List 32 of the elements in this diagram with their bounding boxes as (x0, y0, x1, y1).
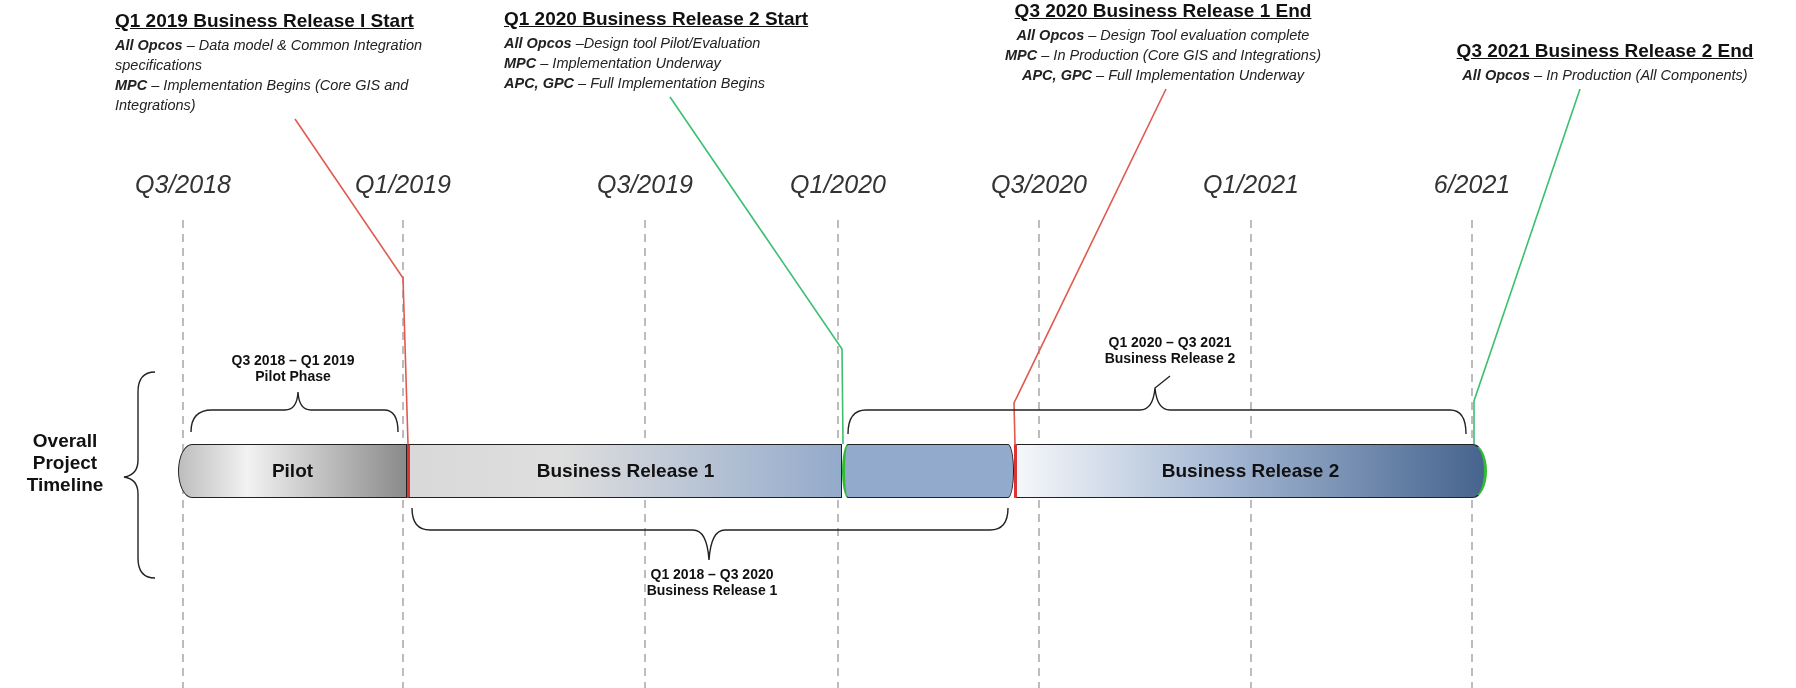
timeline-label: Overall Project Timeline (25, 430, 105, 496)
milestone-note: All Opcos – Design Tool evaluation complete (1016, 26, 1310, 45)
timeline-cylinder-segment: Business Release 2 (1014, 444, 1487, 498)
milestone-note: MPC – Implementation Begins (Core GIS and Integrations) (115, 76, 410, 115)
milestone-note: MPC – Implementation Underway (504, 54, 723, 73)
bracket-label: Q3 2018 – Q1 2019 Pilot Phase (230, 352, 356, 384)
timeline-cylinder-segment (842, 444, 1014, 498)
milestone-note: All Opcos –Design tool Pilot/Evaluation (504, 34, 762, 53)
axis-tick-label: Q1/2019 (355, 170, 451, 199)
milestone-heading: Q3 2021 Business Release 2 End (1456, 40, 1754, 62)
axis-tick-label: Q3/2020 (991, 170, 1087, 199)
axis-tick-label: Q3/2019 (597, 170, 693, 199)
milestone-note: All Opcos – In Production (All Components) (1462, 66, 1748, 85)
axis-tick-label: Q1/2021 (1203, 170, 1299, 199)
timeline-cylinder-segment: Business Release 1 (407, 444, 842, 498)
leader-line (1013, 88, 1167, 445)
milestone-note: All Opcos – Data model & Common Integration specifications (115, 36, 424, 75)
milestone-heading: Q1 2020 Business Release 2 Start (504, 8, 810, 30)
axis-tick-label: 6/2021 (1433, 170, 1511, 199)
leader-line (294, 118, 409, 445)
milestone-note: APC, GPC – Full Implementation Begins (504, 74, 767, 93)
milestone-heading: Q3 2020 Business Release 1 End (1014, 0, 1312, 22)
milestone-note: MPC – In Production (Core GIS and Integrations) (1005, 46, 1321, 65)
leader-line (669, 96, 844, 445)
milestone-heading: Q1 2019 Business Release I Start (115, 10, 415, 32)
milestone-note: APC, GPC – Full Implementation Underway (1021, 66, 1305, 85)
bracket-label: Q1 2020 – Q3 2021 Business Release 2 (1103, 334, 1237, 366)
timeline-cylinder-segment: Pilot (178, 444, 407, 498)
bracket-label: Q1 2018 – Q3 2020 Business Release 1 (645, 566, 779, 598)
axis-tick-label: Q3/2018 (135, 170, 231, 199)
leader-line (1473, 88, 1581, 445)
axis-tick-label: Q1/2020 (790, 170, 886, 199)
